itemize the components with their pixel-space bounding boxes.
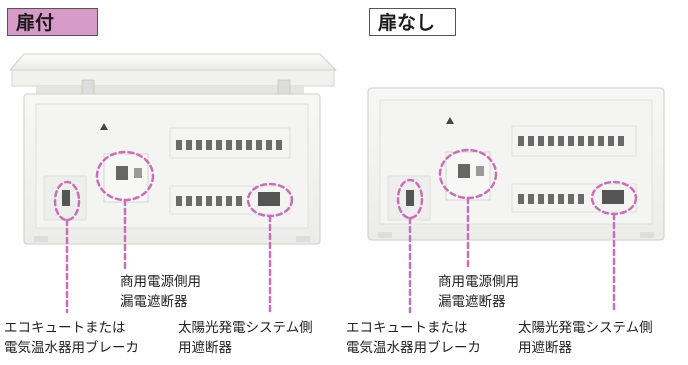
solar-breaker-line2: 用遮断器 xyxy=(518,340,572,356)
solar-breaker-line1: 太陽光発電システム側 xyxy=(518,320,653,336)
ecocute-breaker-line1: エコキュートまたは xyxy=(4,320,126,336)
panel-without-door xyxy=(367,87,665,241)
callout-markers xyxy=(53,148,638,314)
panel-with-door xyxy=(8,53,338,245)
main-breaker-label-right: 商用電源側用 漏電遮断器 xyxy=(438,272,519,312)
ecocute-breaker-label-right: エコキュートまたは 電気温水器用ブレーカ xyxy=(346,318,481,358)
ecocute-breaker-line1: エコキュートまたは xyxy=(346,320,468,336)
with-door-tag: 扉付 xyxy=(7,8,98,36)
main-breaker-line2: 漏電遮断器 xyxy=(120,294,188,310)
solar-breaker-line1: 太陽光発電システム側 xyxy=(178,320,313,336)
ecocute-breaker-label-left: エコキュートまたは 電気温水器用ブレーカ xyxy=(4,318,139,358)
solar-breaker-line2: 用遮断器 xyxy=(178,340,232,356)
ecocute-breaker-line2: 電気温水器用ブレーカ xyxy=(346,340,481,356)
ecocute-breaker-line2: 電気温水器用ブレーカ xyxy=(4,340,139,356)
main-breaker-line1: 商用電源側用 xyxy=(438,274,519,290)
main-breaker-line2: 漏電遮断器 xyxy=(438,294,506,310)
without-door-tag: 扉なし xyxy=(369,8,456,36)
main-breaker-label-left: 商用電源側用 漏電遮断器 xyxy=(120,272,201,312)
solar-breaker-label-left: 太陽光発電システム側 用遮断器 xyxy=(178,318,313,358)
solar-breaker-label-right: 太陽光発電システム側 用遮断器 xyxy=(518,318,653,358)
main-breaker-line1: 商用電源側用 xyxy=(120,274,201,290)
